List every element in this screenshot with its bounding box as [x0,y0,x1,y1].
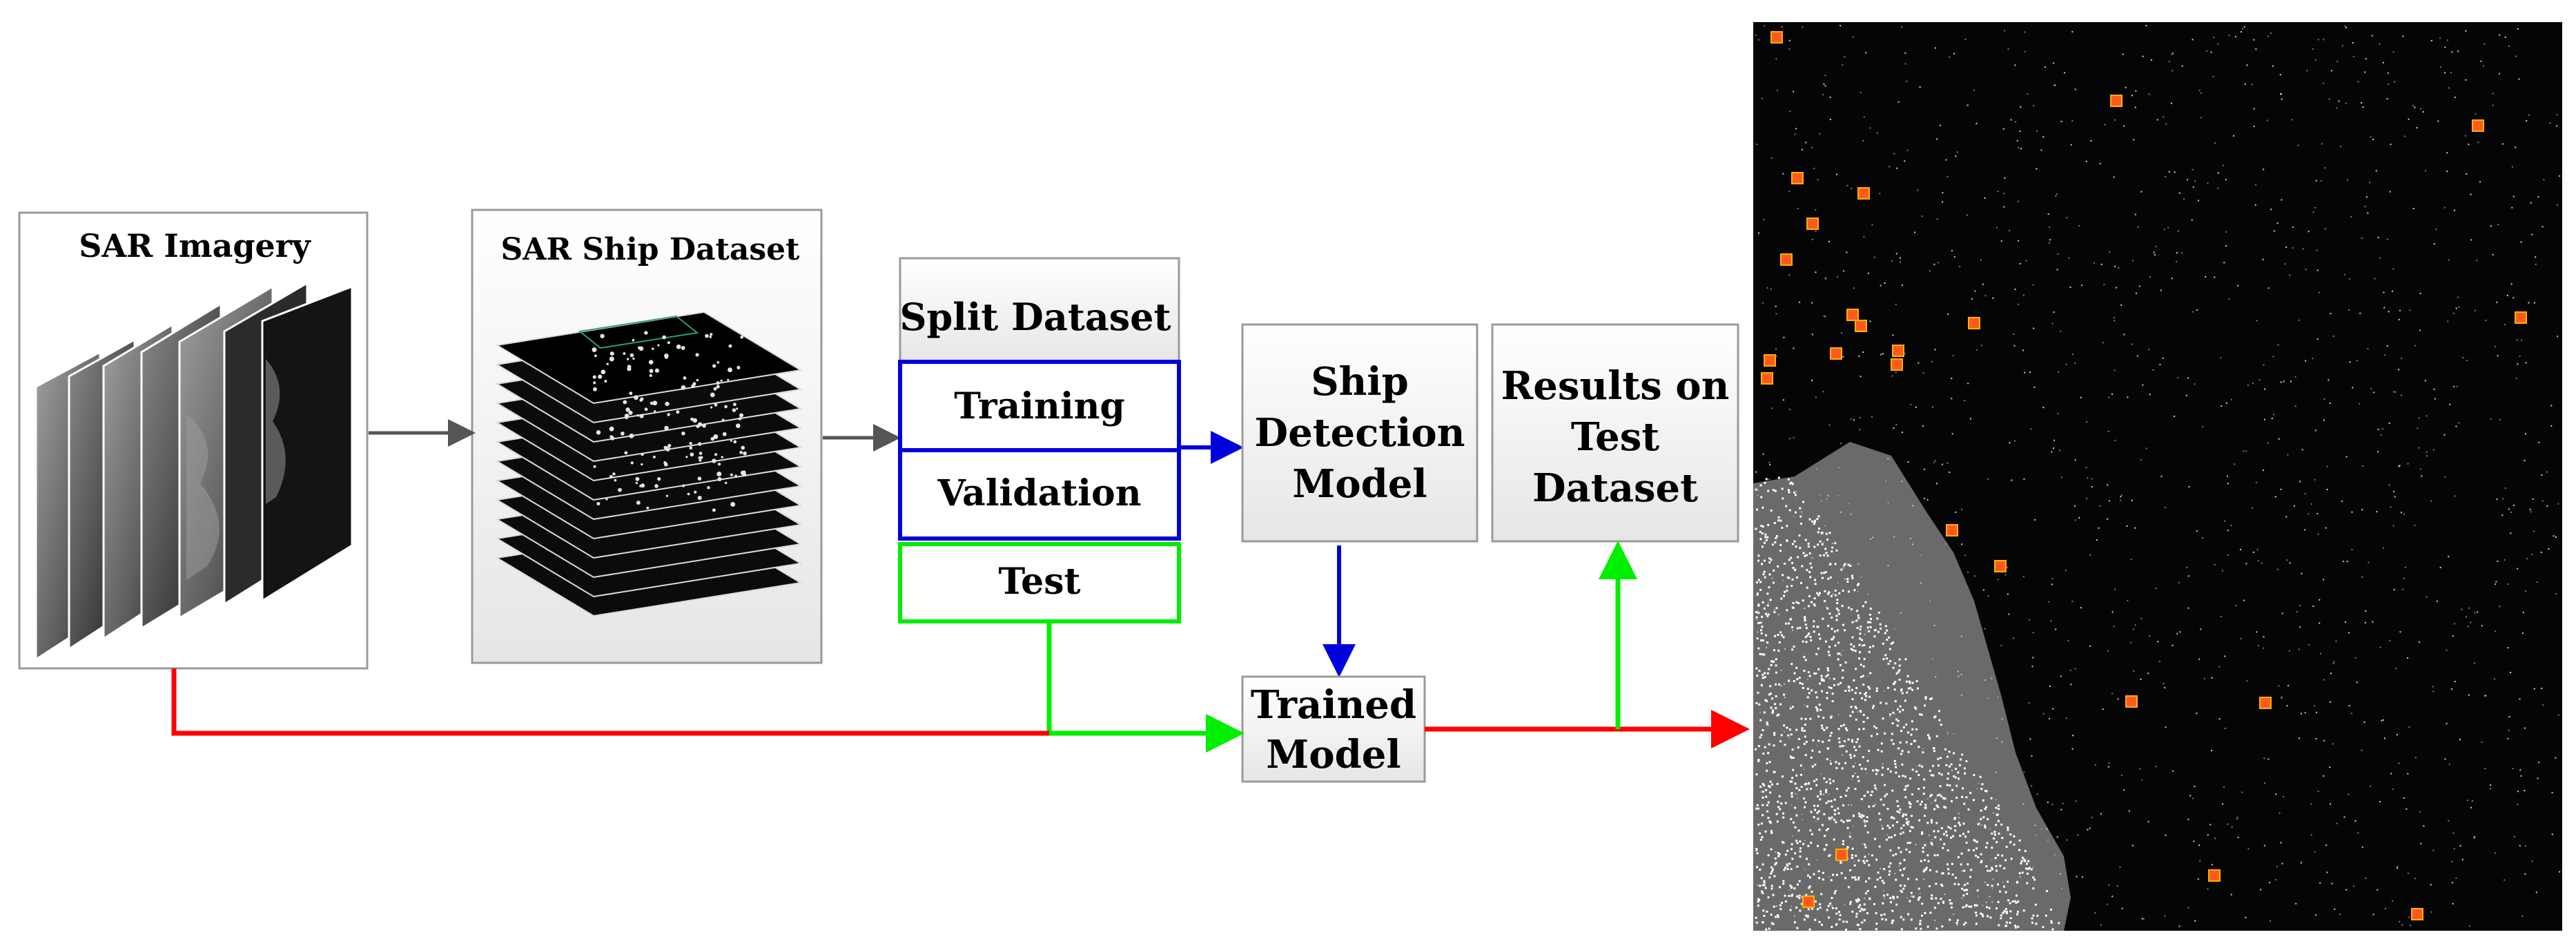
ship-detection-box [1946,524,1958,536]
ship-detection-box [1857,187,1870,200]
validation-label: Validation [937,472,1141,514]
training-label: Training [954,385,1124,427]
results-line-2: Test [1571,414,1659,460]
ship-detection-box [2472,119,2484,132]
ship-detection-box [1835,849,1848,861]
sar-ship-dataset-panel: SAR Ship Dataset [471,209,823,664]
ship-detection-box [1855,320,1867,332]
ship-detection-model-line-3: Model [1292,461,1427,507]
sea-clutter-speckle [1755,25,2561,927]
trained-model-line-1: Trained [1251,682,1416,728]
split-dataset-group: Split Dataset Training Validation Test [898,257,1181,623]
sar-image-stack [35,281,353,661]
test-to-trained-arrow [1046,621,1245,753]
sar-ship-dataset-label: SAR Ship Dataset [501,232,801,267]
ship-detection-box [1830,347,1842,360]
results-on-test-dataset-box: Results on Test Dataset [1491,323,1739,543]
ship-detection-box [1892,345,1904,357]
ship-detection-box [2411,908,2423,920]
land-clutter [1755,476,2060,931]
ship-detection-box [1891,358,1903,371]
ship-dataset-image-stack [495,311,803,617]
ship-detection-box [1994,560,2007,572]
ship-detection-box [1806,217,1819,230]
ship-detection-box [1780,253,1793,266]
ship-detection-box [2110,95,2123,107]
ship-detection-box [1791,172,1804,184]
ship-detection-box [2259,697,2272,709]
ship-detection-box [2125,695,2138,708]
sar-imagery-label: SAR Imagery [79,227,311,264]
split-dataset-label: Split Dataset [900,295,1171,339]
ship-detections [1761,31,2527,920]
ship-detection-box [1761,372,1773,385]
ship-detection-box [1770,31,1783,43]
detection-result-image [1753,22,2562,931]
land-region [1753,442,2071,931]
ship-detection-model-line-1: Ship [1311,359,1409,405]
test-label: Test [998,561,1080,603]
ship-detection-model-line-2: Detection [1255,410,1465,456]
validation-box [898,448,1181,541]
ship-detection-box [2208,869,2221,882]
test-box [898,542,1181,623]
training-box [898,360,1181,452]
imagery-to-output-line [171,668,1049,736]
ship-detection-box [2515,311,2527,324]
ship-detection-box [1802,896,1815,908]
trained-model-box: Trained Model [1241,675,1426,783]
ship-detection-box [1764,354,1776,367]
sar-imagery-panel: SAR Imagery [18,211,369,670]
results-line-1: Results on [1501,363,1730,409]
ship-detection-model-box: Ship Detection Model [1241,323,1479,543]
trained-model-line-2: Model [1266,732,1401,777]
results-line-3: Dataset [1532,465,1698,511]
ship-detection-box [1846,309,1859,321]
ship-detection-box [1968,317,1980,329]
